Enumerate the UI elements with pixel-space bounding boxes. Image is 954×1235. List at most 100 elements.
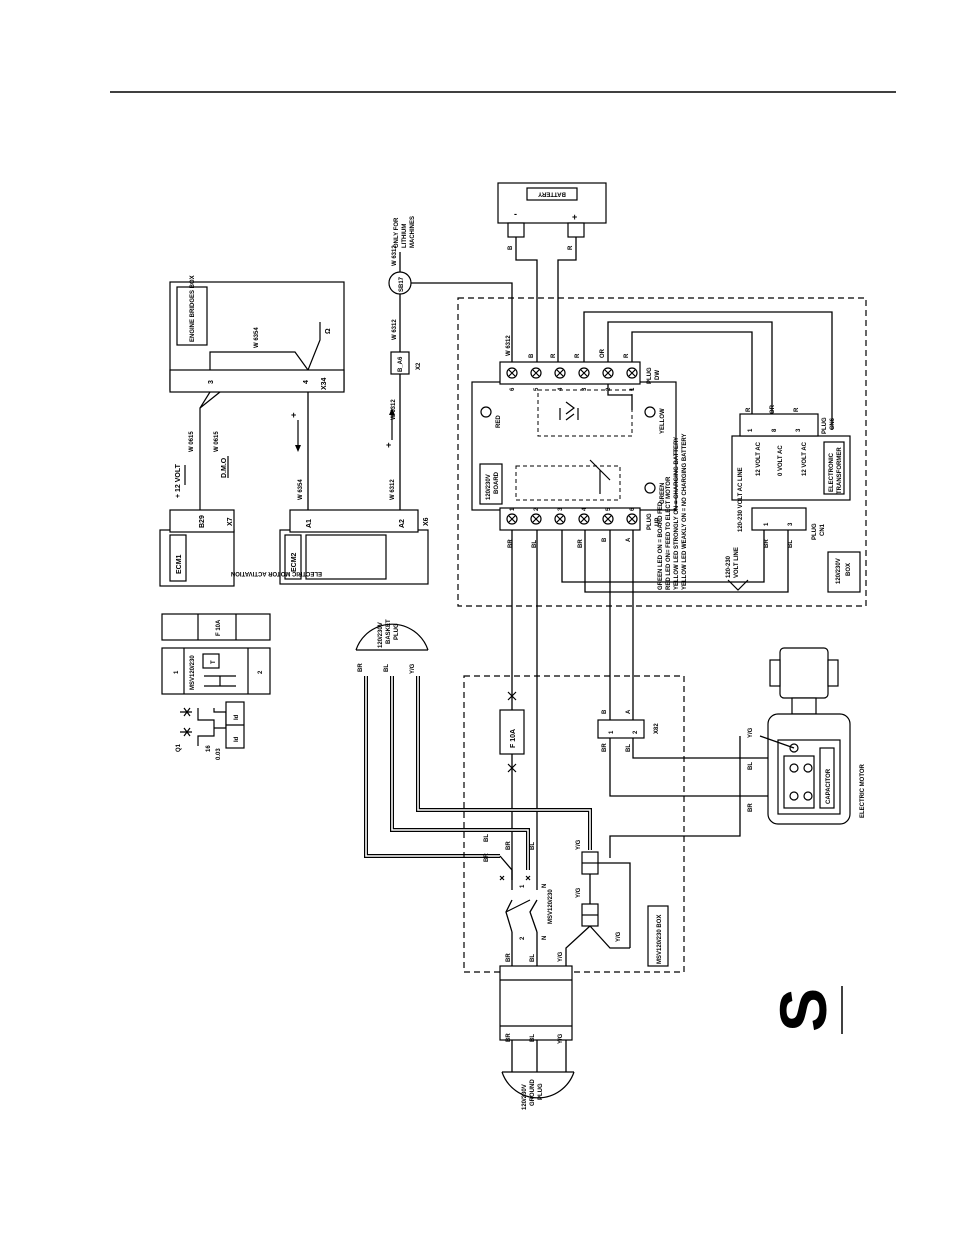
up-terminal-mark	[580, 515, 588, 523]
section-letter: S	[766, 988, 840, 1032]
svg-text:BR: BR	[578, 539, 584, 548]
svg-text:Y/G: Y/G	[576, 887, 582, 898]
svg-text:Y/G: Y/G	[576, 839, 582, 850]
svg-text:PLUG: PLUG	[538, 1083, 544, 1100]
svg-text:GREEN: GREEN	[660, 483, 666, 504]
svg-text:B29: B29	[199, 515, 206, 528]
svg-text:R: R	[624, 353, 630, 358]
svg-text:W 6312: W 6312	[391, 399, 397, 420]
up-pin-label: 4	[582, 507, 588, 511]
ground-plug: BR BL Y/G 120/230V GROUND PLUG	[499, 965, 575, 1110]
svg-text:R: R	[746, 407, 752, 412]
svg-text:Y/G: Y/G	[558, 1033, 564, 1044]
legend-fuse-label: F 10A	[216, 619, 222, 636]
legend-symbols: F 10A 1 2 MSV120/230 T Id Id Q1 16 0.03	[161, 613, 271, 760]
ecm2-module: ECM2 ELECTRIC MOTOR ACTIVATION A1 A2 X6 …	[231, 372, 430, 585]
svg-text:W 6312: W 6312	[392, 245, 398, 266]
up-terminal-mark	[556, 515, 564, 523]
svg-text:Y/G: Y/G	[410, 663, 416, 674]
svg-text:B_A6: B_A6	[398, 356, 404, 372]
svg-text:DW: DW	[655, 370, 661, 380]
svg-text:BOARD: BOARD	[494, 471, 500, 494]
svg-text:CN6: CN6	[830, 417, 836, 430]
svg-text:B: B	[602, 709, 608, 714]
plus-ecm2: +	[291, 410, 296, 420]
svg-text:CAPACITOR: CAPACITOR	[826, 768, 832, 804]
svg-text:+: +	[572, 212, 577, 222]
svg-text:A: A	[626, 709, 632, 714]
svg-text:GROUND: GROUND	[530, 1079, 536, 1106]
svg-text:BL: BL	[530, 842, 536, 850]
motor-title: ELECTRIC MOTOR	[860, 763, 866, 818]
svg-text:1: 1	[764, 522, 770, 526]
svg-text:T: T	[211, 660, 217, 664]
dw-pin-label: 3	[582, 387, 588, 391]
yellow-led	[644, 406, 656, 418]
engine-bridges-box: ENGINE BRIDGES BOX 3 4 X34 W 6354 Ω	[169, 275, 345, 393]
svg-text:OR: OR	[600, 348, 606, 358]
svg-text:ELECTRONIC: ELECTRONIC	[829, 452, 835, 492]
svg-text:B: B	[602, 537, 608, 542]
svg-text:R: R	[575, 353, 581, 358]
svg-text:16: 16	[206, 745, 212, 752]
svg-text:Y/G: Y/G	[748, 727, 754, 738]
svg-text:2: 2	[520, 936, 526, 940]
msv-box: MSV120/230 BOX F 10A BR BL BR BL Y/G Y/G…	[463, 675, 685, 1072]
electric-motor: CAPACITOR ELECTRIC MOTOR Y/G BL BR	[609, 647, 866, 858]
svg-text:BL: BL	[530, 954, 536, 962]
dw-terminal-mark	[508, 369, 516, 377]
svg-text:120-230 VOLT AC LINE: 120-230 VOLT AC LINE	[738, 467, 744, 532]
svg-text:PLUG: PLUG	[394, 623, 400, 640]
svg-text:BL: BL	[788, 540, 794, 548]
svg-text:120/230V: 120/230V	[486, 474, 492, 500]
battery-title: BATTERY	[538, 190, 566, 196]
svg-text:VOLT LINE: VOLT LINE	[734, 547, 740, 578]
svg-text:1: 1	[520, 884, 526, 888]
svg-text:GREEN LED ON = BOARD FED: GREEN LED ON = BOARD FED	[658, 501, 664, 590]
svg-text:MSV120/230: MSV120/230	[548, 889, 554, 924]
up-pin-label: 2	[534, 507, 540, 511]
svg-text:Id: Id	[234, 714, 240, 720]
svg-text:8: 8	[772, 428, 778, 432]
msv-fuse-label: F 10A	[510, 729, 517, 748]
svg-text:RED LED ON= FEED TO ELECT MOTO: RED LED ON= FEED TO ELECT MOTOR	[666, 476, 672, 590]
svg-text:PLUG: PLUG	[812, 523, 818, 540]
ground-symbol: Ω	[325, 328, 332, 334]
svg-text:BASKET: BASKET	[386, 619, 392, 644]
dw-terminal-mark	[532, 369, 540, 377]
svg-text:12 VOLT AC: 12 VOLT AC	[756, 441, 762, 476]
dw-terminal-mark	[628, 369, 636, 377]
svg-text:OR: OR	[770, 404, 776, 414]
svg-text:ECM2: ECM2	[291, 552, 298, 572]
svg-text:BR: BR	[484, 853, 490, 862]
svg-text:BR: BR	[748, 803, 754, 812]
x82-label: X82	[654, 723, 660, 734]
svg-text:R: R	[551, 353, 557, 358]
svg-text:SB17: SB17	[399, 276, 405, 292]
svg-text:BL: BL	[484, 834, 490, 842]
svg-text:W 6354: W 6354	[298, 479, 304, 500]
svg-text:Y/G: Y/G	[616, 931, 622, 942]
svg-text:MSV120/230: MSV120/230	[190, 655, 196, 690]
dw-terminal-mark	[556, 369, 564, 377]
svg-text:MACHINES: MACHINES	[410, 216, 416, 248]
svg-text:B: B	[529, 353, 535, 358]
dw-pin-label: 5	[534, 387, 540, 391]
svg-text:BL: BL	[530, 1034, 536, 1042]
x34-label: X34	[321, 377, 328, 390]
svg-text:BR: BR	[764, 539, 770, 548]
x7-label: X7	[227, 517, 234, 526]
svg-text:W 6312: W 6312	[392, 319, 398, 340]
svg-text:1: 1	[609, 730, 615, 734]
svg-text:2: 2	[633, 730, 639, 734]
svg-text:3: 3	[788, 522, 794, 526]
svg-text:RED: RED	[496, 415, 502, 428]
svg-text:BR: BR	[508, 539, 514, 548]
svg-text:2: 2	[258, 670, 264, 674]
svg-text:BL: BL	[384, 664, 390, 672]
svg-text:N: N	[542, 884, 548, 888]
svg-text:A2: A2	[399, 519, 406, 528]
x2-label: X2	[416, 362, 422, 370]
